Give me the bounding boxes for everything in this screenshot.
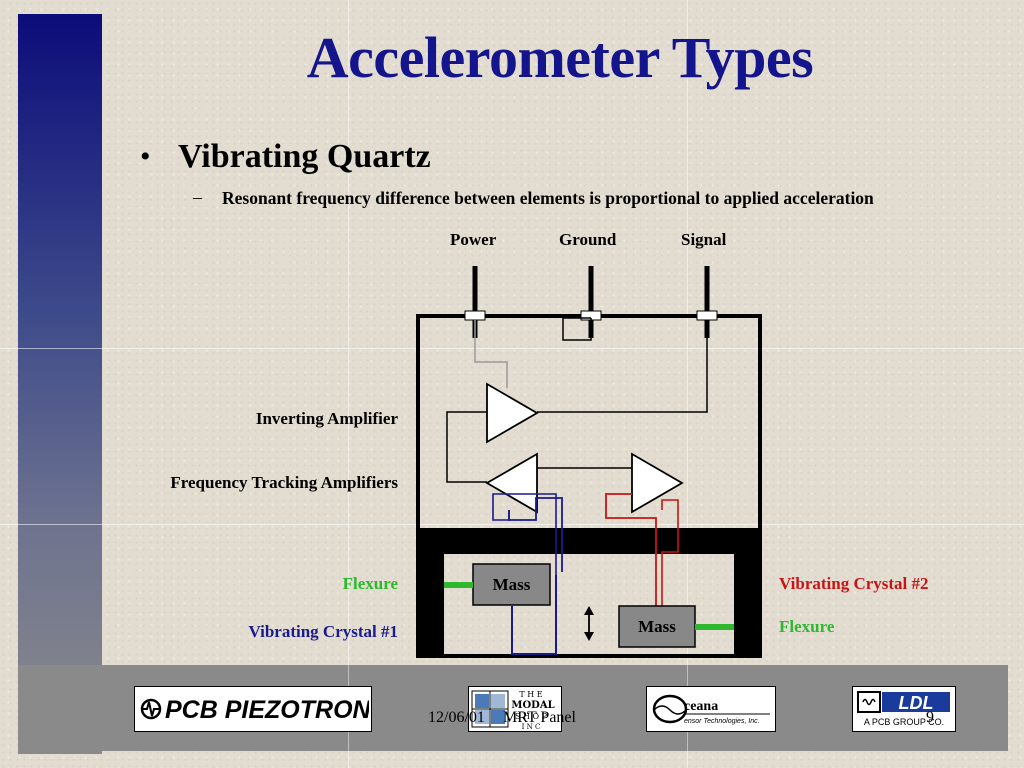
sub-bullet-marker: –: [193, 187, 202, 207]
ldl-mark: LDL A PCB GROUP CO.: [857, 691, 950, 727]
crystal-2-wire: [605, 493, 657, 606]
motion-arrow-head-up: [584, 606, 594, 615]
slide-number: 9: [926, 709, 934, 726]
oceana-logo-text: ceana: [684, 699, 718, 714]
pin-label-ground: Ground: [559, 230, 617, 249]
mass-2-label: Mass: [638, 617, 676, 636]
feedthrough-signal: [696, 310, 718, 321]
oceana-mark: ceana ensor Technologies, Inc.: [652, 694, 770, 725]
footer-panel: MRT Panel: [503, 709, 576, 726]
sensor-base: [416, 528, 762, 658]
ldl-logo-text: LDL: [899, 693, 934, 713]
svg-text:I N C: I N C: [522, 723, 541, 731]
tracking-amplifier-1: [485, 452, 538, 514]
sub-bullet-text: Resonant frequency difference between el…: [222, 188, 874, 208]
feedback-wire: [446, 411, 487, 483]
signal-wire: [537, 320, 708, 413]
slide-sidebar-gradient: [18, 14, 102, 754]
bullet-marker: •: [140, 140, 151, 173]
motion-arrow-head-down: [584, 632, 594, 641]
sensor-housing: [416, 314, 762, 658]
modal-shop-mark: T H E MODAL S H O P I N C: [471, 690, 555, 731]
ground-wire: [562, 317, 592, 341]
crystal-2-label: Vibrating Crystal #2: [779, 574, 929, 593]
flexure-right-label: Flexure: [779, 617, 835, 636]
background-guide-line: [348, 0, 349, 768]
background-guide-line: [0, 524, 1024, 525]
pin-label-power: Power: [450, 230, 497, 249]
svg-text:T H E: T H E: [519, 690, 542, 699]
bullet-heading: Vibrating Quartz: [178, 138, 431, 175]
mass-1-label: Mass: [492, 575, 531, 594]
background-guide-line: [0, 348, 1024, 349]
feedthrough-power: [464, 310, 486, 321]
oceana-logo-subtext: ensor Technologies, Inc.: [684, 718, 760, 725]
frequency-tracking-label: Frequency Tracking Amplifiers: [170, 473, 398, 492]
power-wire: [474, 320, 508, 388]
inverting-amplifier-label: Inverting Amplifier: [255, 409, 398, 428]
oceana-logo: ceana ensor Technologies, Inc.: [646, 686, 776, 732]
tracking-amplifier-2: [631, 452, 684, 514]
footer-date: 12/06/01: [428, 709, 485, 726]
pcb-logo-text: PCB PIEZOTRONICS: [165, 696, 369, 724]
background-guide-line: [687, 0, 688, 768]
crystal-1-wire: [511, 575, 557, 655]
crystal-2-wire: [661, 499, 679, 606]
inverting-amplifier: [486, 382, 539, 444]
modal-shop-logo: T H E MODAL S H O P I N C: [468, 686, 562, 732]
ldl-logo-subtext: A PCB GROUP CO.: [864, 717, 944, 727]
pin-label-signal: Signal: [681, 230, 727, 249]
slide-title: Accelerometer Types: [306, 25, 814, 90]
mass-2: [618, 605, 696, 648]
svg-text:MODAL: MODAL: [511, 700, 554, 711]
flexure-left-label: Flexure: [342, 574, 398, 593]
pcb-logo-mark: PCB PIEZOTRONICS: [140, 696, 369, 724]
crystal-1-label: Vibrating Crystal #1: [248, 622, 398, 641]
pcb-piezotronics-logo: PCB PIEZOTRONICS: [134, 686, 372, 732]
crystal-1-wire: [492, 493, 557, 575]
svg-text:S H O P: S H O P: [515, 712, 548, 721]
ldl-logo: LDL A PCB GROUP CO.: [852, 686, 956, 732]
